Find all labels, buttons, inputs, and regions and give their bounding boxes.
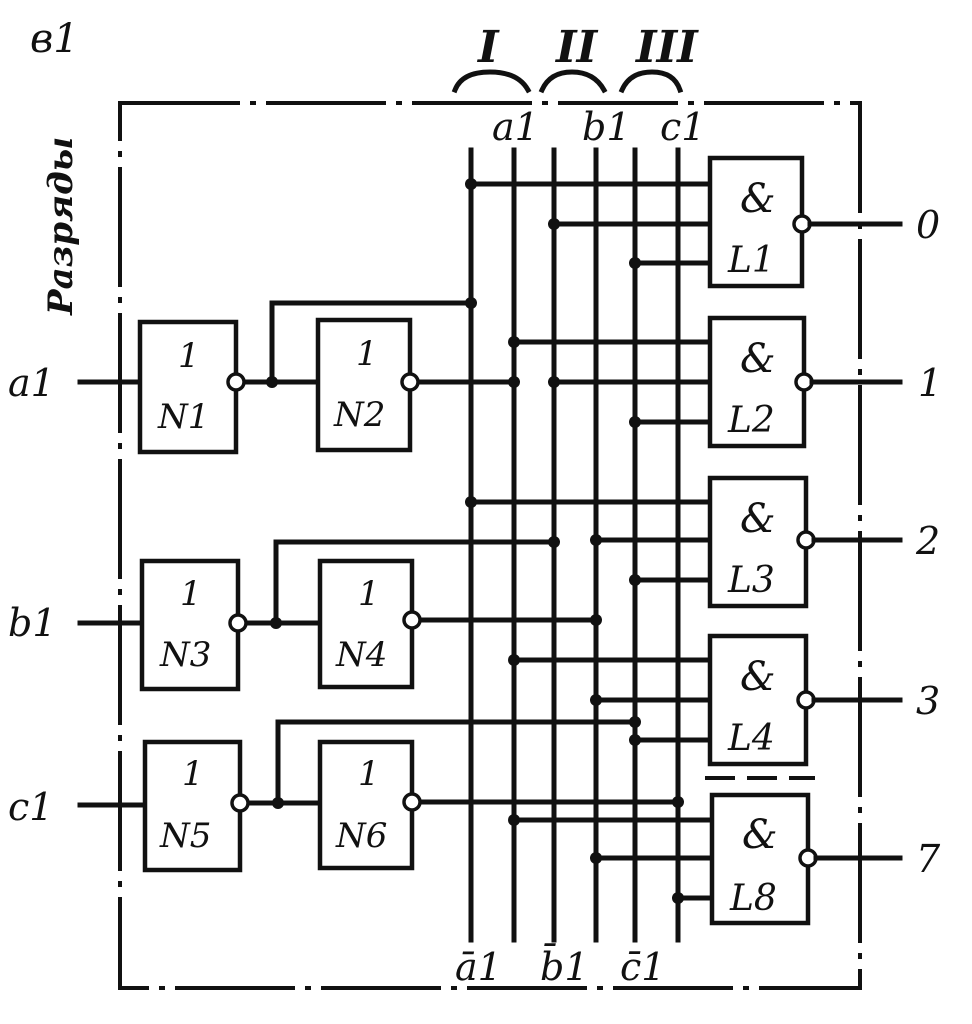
svg-text:N2: N2 <box>333 395 385 435</box>
group-brace-1 <box>451 69 532 94</box>
input-label-b1: b1 <box>8 601 57 645</box>
bus-label-not-a1: ā1 <box>455 945 502 989</box>
svg-text:&: & <box>740 336 776 382</box>
group-brace-2 <box>538 69 608 94</box>
vertical-buses <box>468 147 681 943</box>
svg-text:&: & <box>742 812 778 858</box>
svg-text:&: & <box>740 496 776 542</box>
bus-label-not-c1: c̄1 <box>620 945 665 989</box>
group-label-1: I <box>476 22 500 73</box>
bus-junctions <box>465 178 684 904</box>
inverter-n5: 1 N5 <box>142 739 250 873</box>
output-label-3: 3 <box>916 679 940 723</box>
svg-text:1: 1 <box>178 336 200 376</box>
svg-text:L8: L8 <box>729 878 777 919</box>
input-wiring <box>77 300 681 808</box>
group-label-2: II <box>554 22 599 73</box>
and-gate-l8: & L8 7 <box>709 792 941 926</box>
input-junctions <box>266 297 684 809</box>
bus-label-b1: b1 <box>582 105 631 149</box>
input-label-c1: c1 <box>8 785 53 829</box>
svg-text:&: & <box>740 654 776 700</box>
bus-label-c1: c1 <box>660 105 705 149</box>
svg-text:N1: N1 <box>157 397 209 437</box>
and-input-wiring <box>468 181 715 901</box>
svg-text:L1: L1 <box>727 240 775 281</box>
svg-text:L3: L3 <box>727 560 775 601</box>
inverter-n2: 1 N2 <box>315 317 420 453</box>
svg-text:1: 1 <box>180 574 202 614</box>
svg-text:1: 1 <box>182 754 204 794</box>
inverter-n4: 1 N4 <box>317 558 422 690</box>
svg-text:L2: L2 <box>727 400 775 441</box>
svg-text:N5: N5 <box>159 816 211 856</box>
corner-label: в1 <box>30 16 79 62</box>
bus-label-a1: a1 <box>492 105 539 149</box>
side-label: Разряды <box>41 137 81 316</box>
and-gate-l1: & L1 0 <box>707 155 940 289</box>
and-gate-l2: & L2 1 <box>707 315 942 449</box>
svg-text:&: & <box>740 176 776 222</box>
group-label-3: III <box>634 22 699 73</box>
svg-text:1: 1 <box>356 334 378 374</box>
svg-text:1: 1 <box>358 574 380 614</box>
output-label-7: 7 <box>916 837 941 881</box>
inverter-n1: 1 N1 <box>137 319 246 455</box>
and-gate-l3: & L3 2 <box>707 475 940 609</box>
bus-label-not-b1: b̄1 <box>540 944 589 989</box>
svg-text:N4: N4 <box>335 635 387 675</box>
and-gate-l4: & L4 3 <box>707 633 940 767</box>
group-brace-3 <box>618 69 684 94</box>
svg-text:L4: L4 <box>727 718 775 759</box>
output-label-2: 2 <box>915 519 940 563</box>
inverter-n6: 1 N6 <box>317 739 422 871</box>
circuit-boundary <box>118 101 862 990</box>
svg-text:N3: N3 <box>159 635 211 675</box>
output-label-1: 1 <box>918 361 942 405</box>
svg-text:N6: N6 <box>335 816 387 856</box>
svg-text:1: 1 <box>358 754 380 794</box>
output-label-0: 0 <box>916 203 940 247</box>
input-label-a1: a1 <box>8 361 55 405</box>
inverter-n3: 1 N3 <box>139 558 248 692</box>
